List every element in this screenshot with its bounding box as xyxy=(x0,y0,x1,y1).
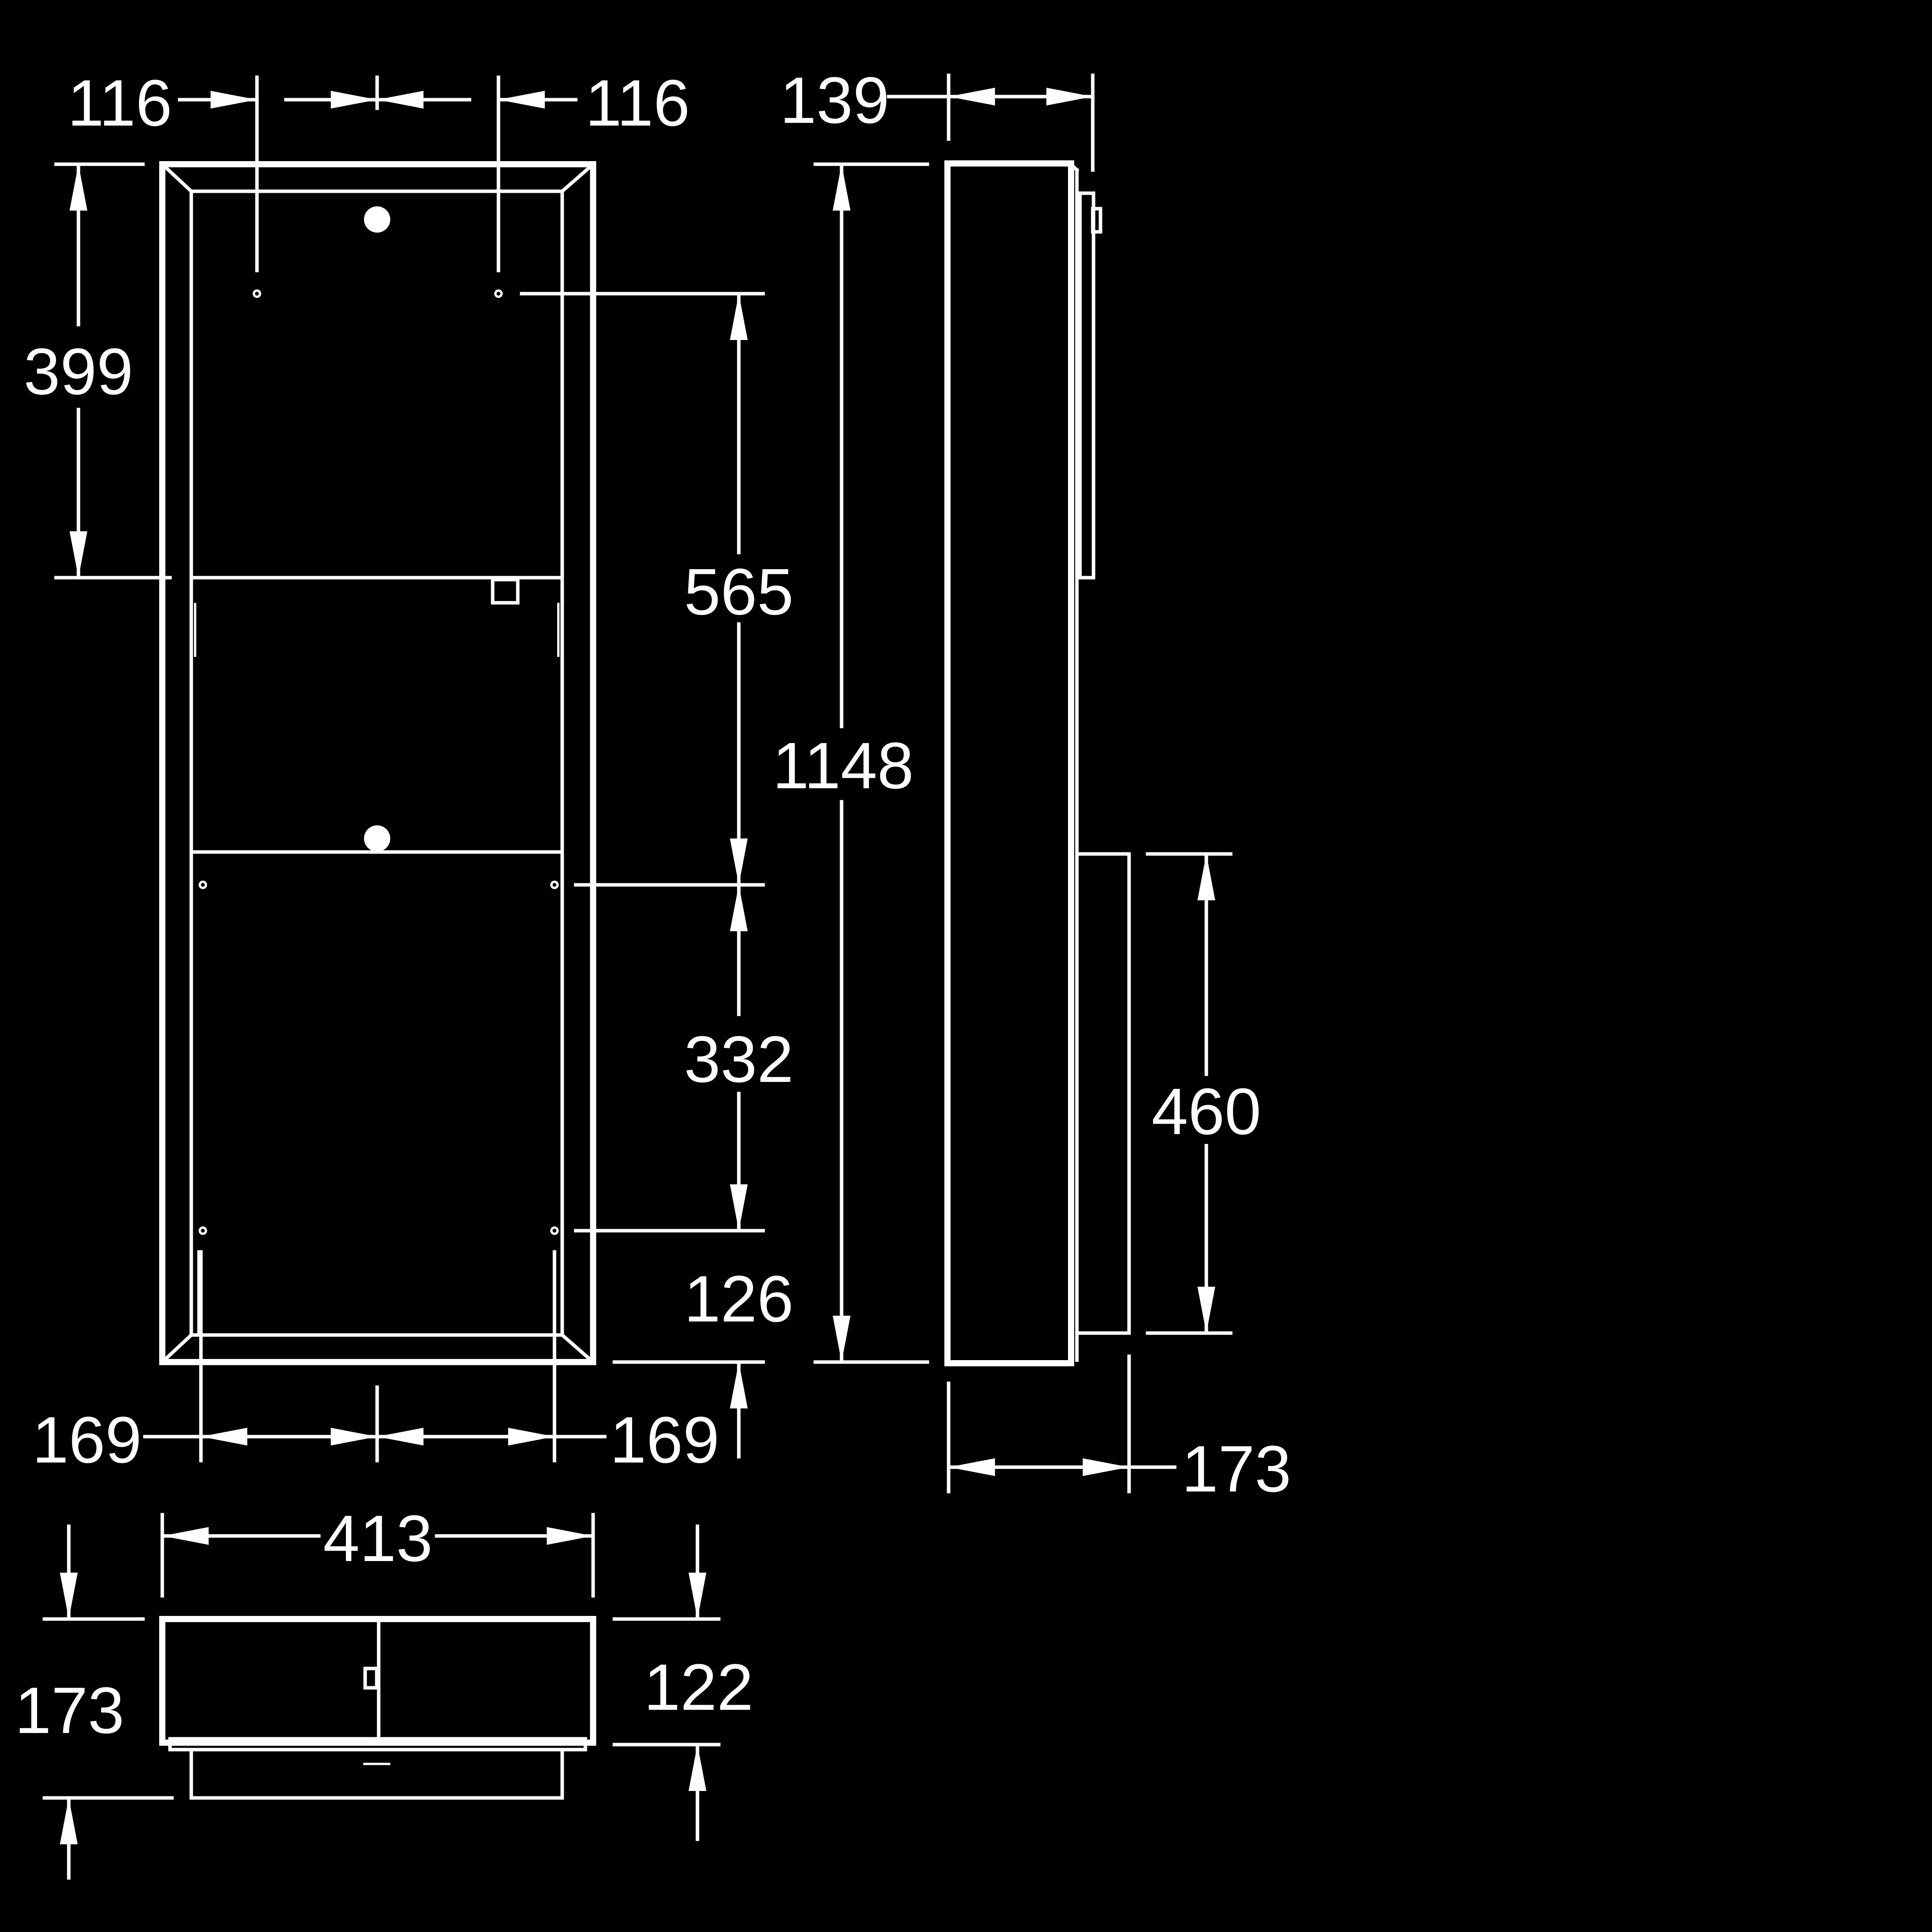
side-body xyxy=(944,160,1074,1366)
dim-side-total-height: 1148 xyxy=(772,729,914,803)
dim-front-top: 116 116 xyxy=(67,66,690,272)
mounting-hole xyxy=(199,881,207,889)
latch-tab xyxy=(491,578,520,605)
dim-front-right: 565 332 126 xyxy=(520,292,794,1459)
bevel-bottom-right xyxy=(560,1332,596,1365)
mounting-hole xyxy=(550,1226,559,1235)
dim-top-depth-total: 173 xyxy=(15,1524,174,1880)
dim-front-top-left: 116 xyxy=(67,66,172,140)
dim-front-right-upper: 565 xyxy=(684,555,794,629)
dim-front-right-lower: 332 xyxy=(684,1023,794,1096)
dim-front-bottom: 169 169 xyxy=(32,1250,719,1477)
side-upper-door xyxy=(1078,191,1095,580)
upper-lock-icon xyxy=(364,206,390,233)
dim-front-upper-height-label: 399 xyxy=(24,335,133,408)
dim-side-bin-height: 460 xyxy=(1151,1075,1261,1148)
dim-front-bottom-left: 169 xyxy=(32,1403,142,1477)
dim-front-bottom-right: 169 xyxy=(610,1403,719,1477)
mounting-hole xyxy=(494,289,503,298)
dim-side-bin: 460 xyxy=(1146,852,1261,1335)
side-view xyxy=(944,160,1131,1366)
bevel-top-left xyxy=(160,162,194,194)
front-outer-frame xyxy=(159,161,596,1365)
dim-front-upper-height: 399 xyxy=(24,162,172,580)
mounting-hole xyxy=(550,881,559,889)
top-view xyxy=(159,1616,596,1800)
dim-top-width-label: 413 xyxy=(323,1502,433,1575)
dim-side-bottom-depth: 173 xyxy=(1182,1432,1291,1506)
bevel-top-right xyxy=(560,162,596,194)
dim-front-top-right: 116 xyxy=(585,66,690,140)
mounting-holes xyxy=(199,289,559,1235)
side-latch xyxy=(1091,207,1102,234)
front-inner-panel xyxy=(189,189,564,1337)
dim-side-bottom: 173 xyxy=(947,1354,1291,1506)
dim-top-depth-body-label: 122 xyxy=(644,1651,753,1724)
dim-top-depth-body: 122 xyxy=(612,1524,753,1841)
dim-top-depth-total-label: 173 xyxy=(15,1674,124,1747)
lower-lock-icon xyxy=(364,825,390,852)
dim-side-top-depth: 139 xyxy=(780,64,889,137)
top-bin xyxy=(189,1748,564,1800)
front-view xyxy=(159,161,596,1365)
dim-side-top: 139 xyxy=(780,64,1095,172)
mounting-hole xyxy=(253,289,261,298)
mounting-hole xyxy=(199,1226,207,1235)
side-bin xyxy=(1075,852,1131,1335)
top-latch xyxy=(363,1667,379,1690)
dim-top-width: 413 xyxy=(160,1502,595,1598)
bevel-bottom-left xyxy=(160,1332,194,1365)
dim-side-height: 1148 xyxy=(772,162,929,1364)
dim-front-bottom-offset: 126 xyxy=(684,1262,794,1336)
